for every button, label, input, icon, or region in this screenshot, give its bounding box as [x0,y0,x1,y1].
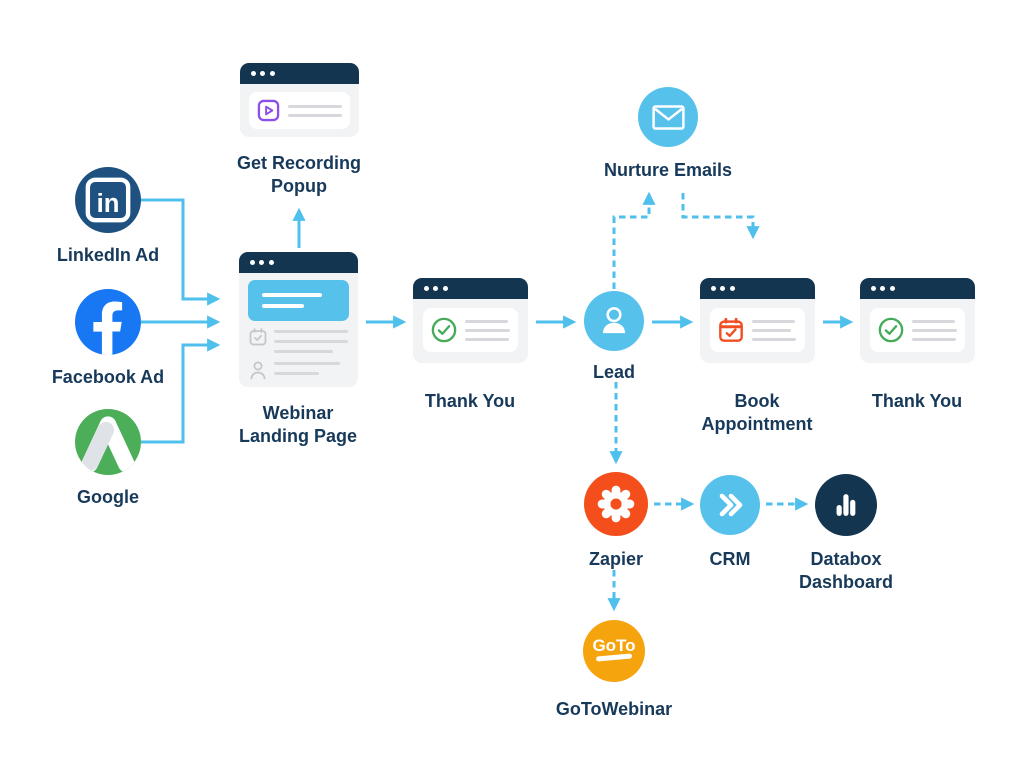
thank-you-2-label: Thank You [871,391,963,411]
zapier-label: Zapier [588,549,644,569]
facebook-label: Facebook Ad [51,367,165,387]
nurture-emails-label: Nurture Emails [603,160,733,180]
window-dot [729,286,735,291]
lead-person-icon [584,291,644,351]
landing-row-calendar [249,328,348,353]
databox-bars-icon [815,474,877,536]
appointment-card [709,308,805,352]
google-ads-icon [75,409,141,475]
node-lead: Lead [539,291,689,384]
gotowebinar-label: GoToWebinar [555,699,673,719]
recording-popup-label: Get Recording Popup [236,153,361,196]
linkedin-label: LinkedIn Ad [56,245,160,265]
facebook-icon [75,289,141,355]
book-appointment-label: Book Appointment [701,391,813,434]
landing-row-person [249,360,348,380]
zapier-icon [584,472,648,536]
placeholder-lines [287,104,342,117]
popup-window [239,63,359,137]
google-label: Google [77,487,139,507]
node-databox: Databox Dashboard [771,474,921,594]
thank-you-card [869,308,965,352]
browser-bar [239,63,359,84]
crm-label: CRM [709,549,751,569]
databox-label: Databox Dashboard [798,549,894,592]
goto-logo-text: GoTo [592,636,635,655]
window-dot [249,260,255,265]
popup-card [248,92,350,129]
node-google: Google [33,409,183,509]
node-thank-you-1: Thank You [385,278,555,413]
check-circle-icon [878,317,903,343]
browser-bar [859,278,975,299]
check-circle-icon [431,317,456,343]
placeholder-lines [751,319,797,341]
window-dot [442,286,448,291]
window-dot [269,71,275,76]
book-appointment-window [699,278,815,363]
node-linkedin: in LinkedIn Ad [33,167,183,267]
linkedin-icon: in [75,167,141,233]
goto-logo-icon: GoTo [583,620,645,682]
browser-bar [238,252,358,273]
lead-label: Lead [592,362,635,382]
window-dot [260,71,265,76]
node-nurture-emails: Nurture Emails [593,87,743,182]
node-thank-you-2: Thank You [832,278,1002,413]
thank-you-card [422,308,518,352]
thank-you-1-label: Thank You [424,391,516,411]
calendar-check-icon [718,317,743,342]
person-outline-icon [250,361,265,380]
window-dot [720,286,725,291]
linkedin-logo-text: in [97,190,120,218]
window-dot [870,286,876,291]
window-dot [250,71,256,76]
edge-nurture-book [681,193,760,240]
node-zapier: Zapier [541,472,691,571]
window-dot [889,286,895,291]
node-book-appointment: Book Appointment [672,278,842,436]
browser-bar [699,278,815,299]
placeholder-lines [911,319,957,341]
window-dot [433,286,438,291]
browser-bar [412,278,528,299]
window-dot [880,286,885,291]
node-gotowebinar: GoTo GoToWebinar [539,620,689,721]
landing-window [238,252,358,387]
node-facebook: Facebook Ad [33,289,183,389]
landing-page-label: Webinar Landing Page [238,403,357,446]
node-crm: CRM [655,475,805,571]
window-dot [268,260,274,265]
edge-lead-nurture [612,191,656,289]
window-dot [423,286,429,291]
play-video-icon [257,99,279,122]
calendar-outline-icon [249,328,266,346]
placeholder-lines [464,319,510,341]
node-landing-page: Webinar Landing Page [213,252,383,448]
window-dot [259,260,264,265]
thank-you-window [412,278,528,363]
hero-banner [247,280,349,321]
crm-chevrons-icon [700,475,760,535]
thank-you-window [859,278,975,363]
placeholder-lines [273,362,348,375]
window-dot [710,286,716,291]
placeholder-lines [273,330,348,353]
email-icon [638,87,698,147]
node-recording-popup: Get Recording Popup [214,63,384,198]
